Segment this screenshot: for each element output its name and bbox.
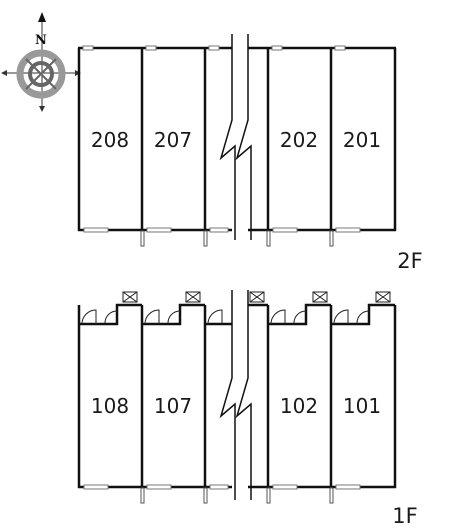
north-label: N — [35, 33, 47, 48]
room-label-102: 102 — [280, 394, 318, 418]
floor-label-1f: 1F — [392, 504, 417, 528]
floor-2f-plan — [77, 34, 397, 247]
room-label-202: 202 — [280, 128, 318, 152]
room-label-101: 101 — [343, 394, 381, 418]
compass-icon — [1, 12, 81, 112]
room-label-108: 108 — [91, 394, 129, 418]
floor-label-2f: 2F — [397, 249, 422, 273]
room-label-107: 107 — [154, 394, 192, 418]
room-label-207: 207 — [154, 128, 192, 152]
room-label-201: 201 — [343, 128, 381, 152]
floor-1f-plan — [77, 290, 397, 504]
room-label-208: 208 — [91, 128, 129, 152]
